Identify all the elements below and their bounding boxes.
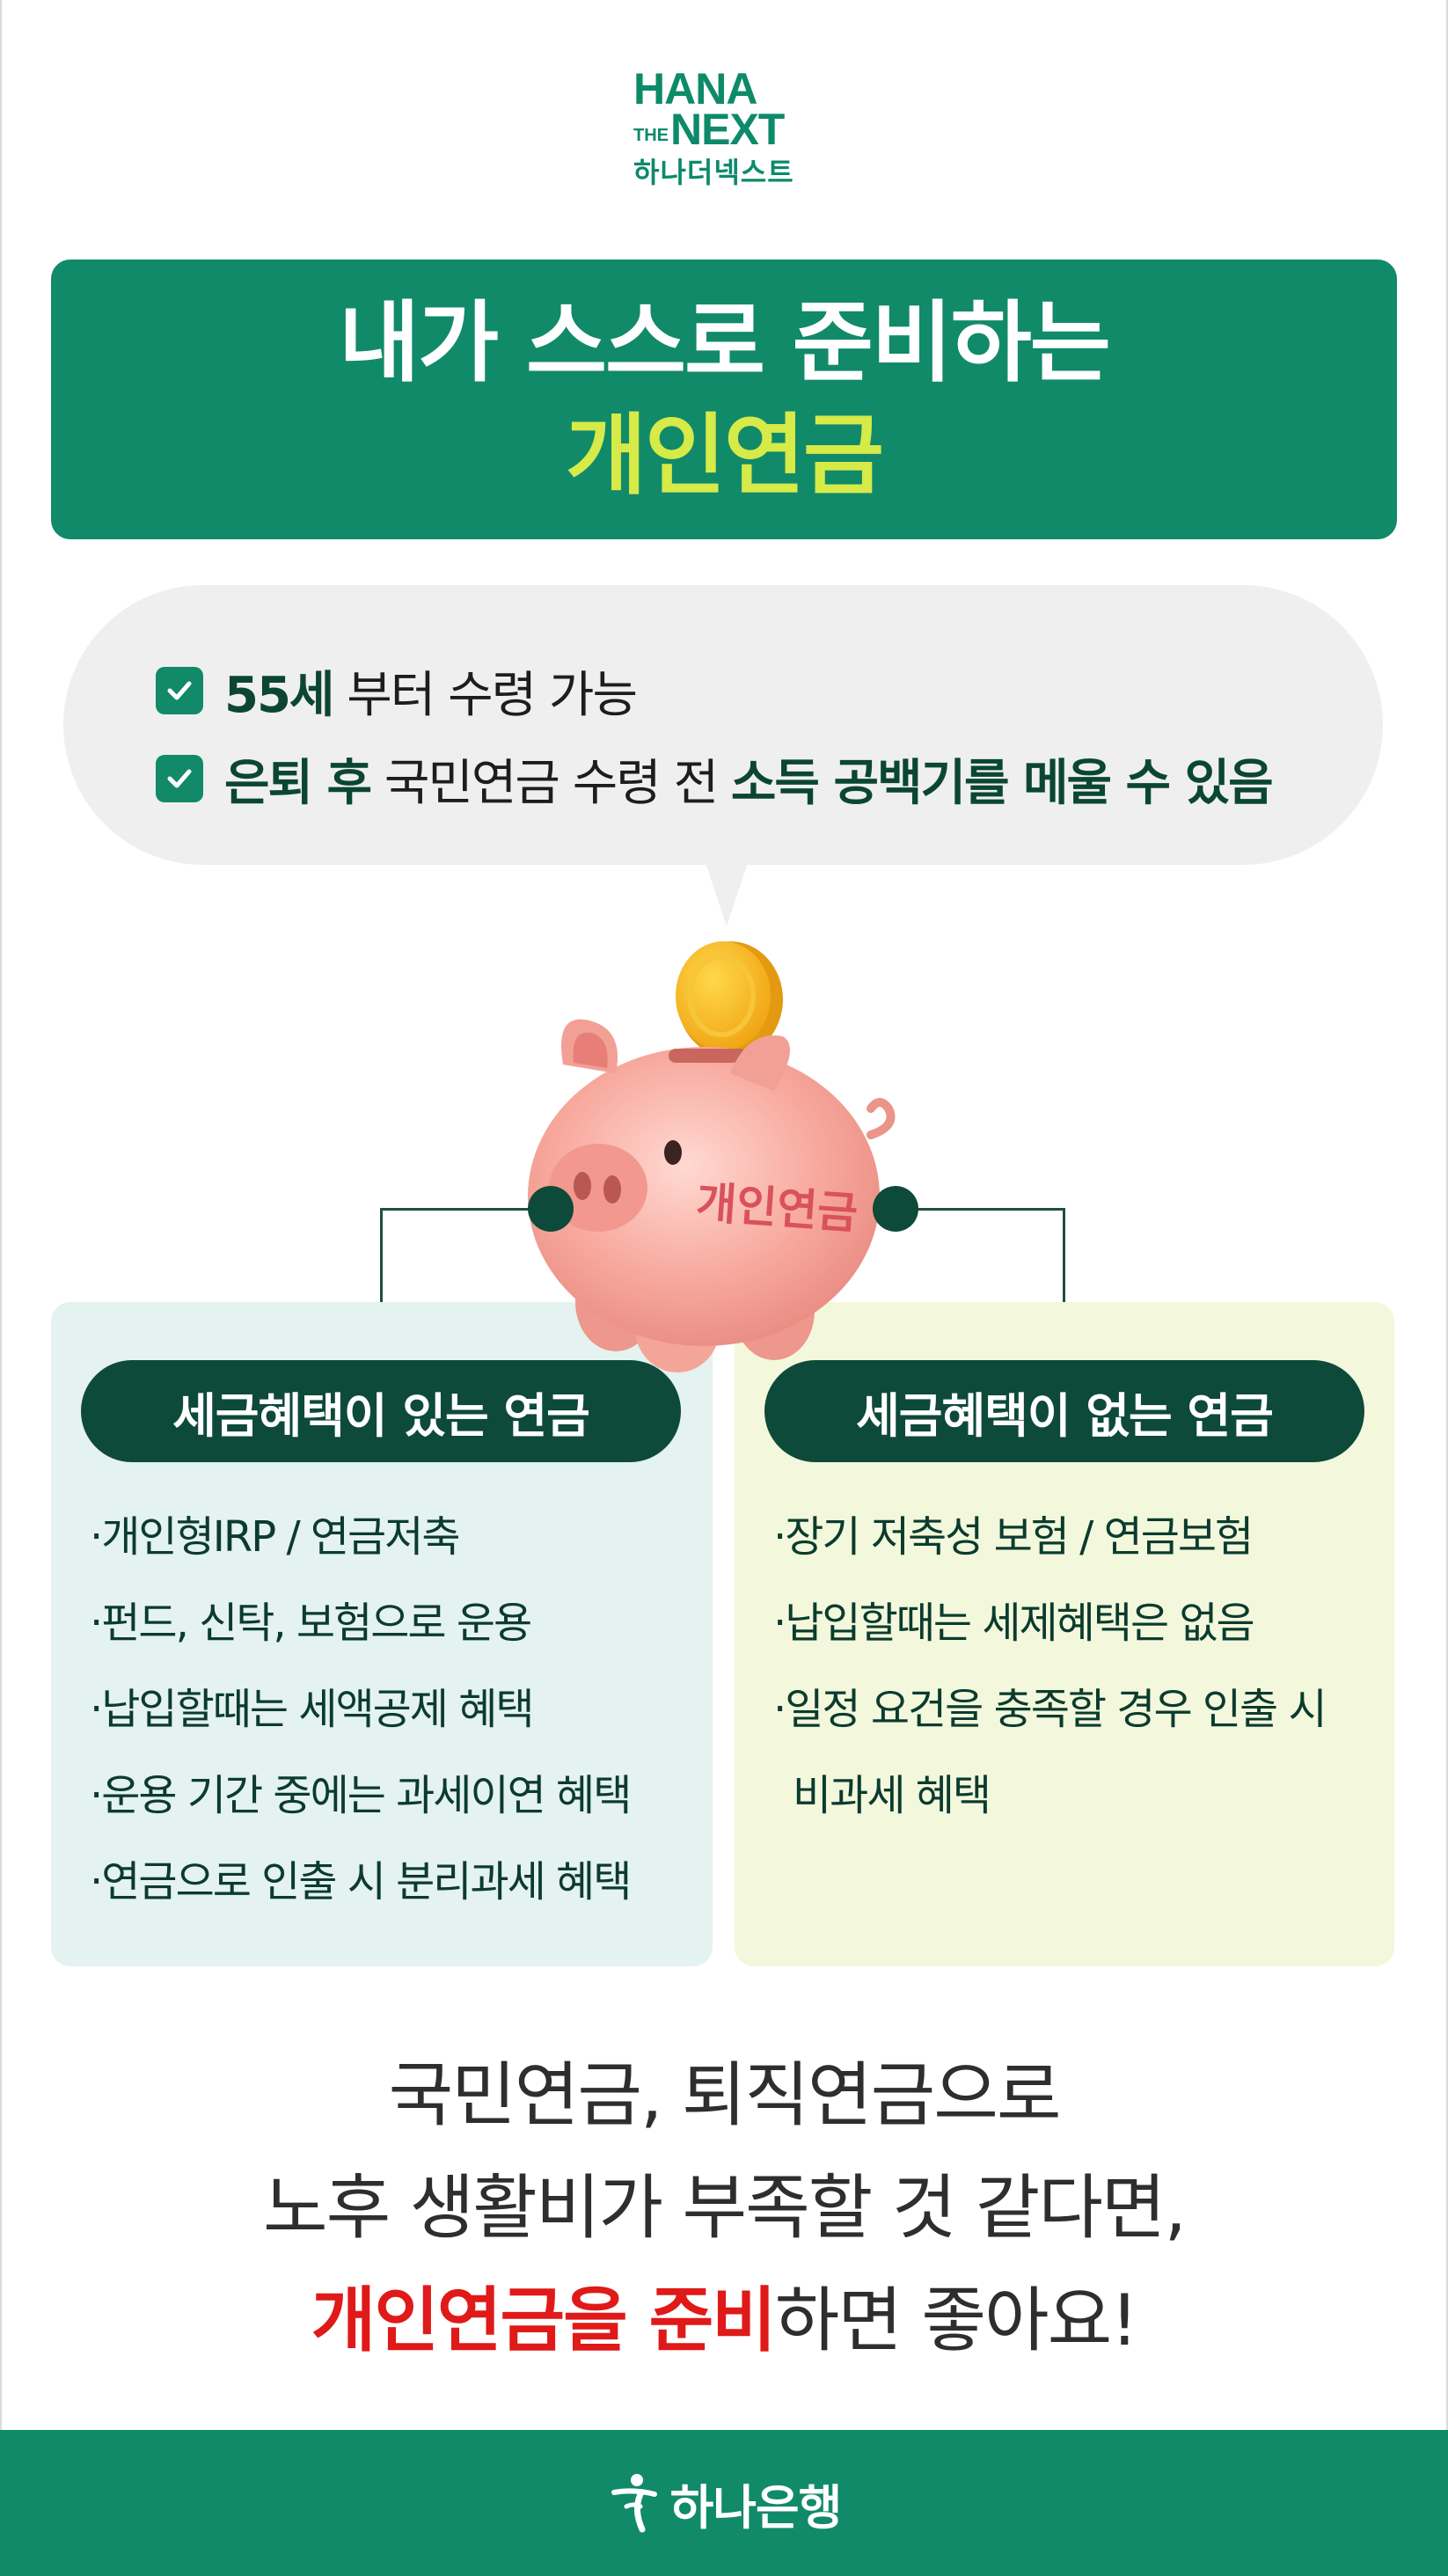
bubble-item-2-bold-a: 은퇴 후 xyxy=(224,754,372,812)
bubble-item-2: 은퇴 후 국민연금 수령 전 소득 공백기를 메울 수 있음 xyxy=(156,735,1383,823)
list-item: ·일정 요건을 충족할 경우 인출 시 xyxy=(773,1685,1327,1734)
list-item-continuation: 비과세 혜택 xyxy=(773,1753,1377,1839)
list-item: ·연금으로 인출 시 분리과세 혜택 xyxy=(90,1857,632,1906)
connector-dot-left xyxy=(528,1186,574,1232)
tax-benefit-heading: 세금혜택이 있는 연금 xyxy=(81,1360,681,1462)
logo-the-text: THE xyxy=(633,126,669,145)
closing-message: 국민연금, 퇴직연금으로 노후 생활비가 부족할 것 같다면, 개인연금을 준비… xyxy=(0,2039,1448,2377)
connector-dot-right xyxy=(873,1186,918,1232)
no-tax-benefit-list: ·장기 저축성 보험 / 연금보험 ·납입할때는 세제혜택은 없음 ·일정 요건… xyxy=(773,1494,1377,1839)
logo-hana-text: HANA xyxy=(633,64,757,113)
no-tax-benefit-panel: 세금혜택이 없는 연금 ·장기 저축성 보험 / 연금보험 ·납입할때는 세제혜… xyxy=(735,1302,1394,1966)
list-item: ·납입할때는 세제혜택은 없음 xyxy=(773,1599,1255,1648)
piggy-label: 개인연금 xyxy=(694,1177,859,1240)
footer-brand-name: 하나은행 xyxy=(669,2479,843,2536)
message-highlight: 개인연금을 준비 xyxy=(311,2280,777,2361)
logo-korean-text: 하나더넥스트 xyxy=(633,156,794,189)
speech-bubble-tail xyxy=(704,858,750,926)
message-line-1: 국민연금, 퇴직연금으로 xyxy=(388,2054,1062,2136)
bubble-item-2-text: 국민연금 수령 전 xyxy=(370,754,731,812)
checkbox-checked-icon xyxy=(156,755,203,802)
bubble-item-1-bold: 55세 xyxy=(224,666,334,724)
list-item: ·개인형IRP / 연금저축 xyxy=(90,1512,461,1562)
message-line-3: 개인연금을 준비하면 좋아요! xyxy=(0,2265,1448,2377)
list-item: ·장기 저축성 보험 / 연금보험 xyxy=(773,1512,1254,1562)
piggy-bank-illustration: 개인연금 xyxy=(519,933,906,1372)
list-item: ·납입할때는 세액공제 혜택 xyxy=(90,1685,535,1734)
title-line-1: 내가 스스로 준비하는 xyxy=(339,291,1111,394)
list-item: ·운용 기간 중에는 과세이연 혜택 xyxy=(90,1771,632,1820)
list-item: ·펀드, 신탁, 보험으로 운용 xyxy=(90,1599,532,1648)
speech-bubble: 55세 부터 수령 가능 은퇴 후 국민연금 수령 전 소득 공백기를 메울 수… xyxy=(63,585,1383,865)
hana-the-next-logo: HANA THE NEXT 하나더넥스트 xyxy=(633,64,818,192)
tax-benefit-panel: 세금혜택이 있는 연금 ·개인형IRP / 연금저축 ·펀드, 신탁, 보험으로… xyxy=(51,1302,713,1966)
no-tax-benefit-heading: 세금혜택이 없는 연금 xyxy=(764,1360,1364,1462)
bubble-item-1: 55세 부터 수령 가능 xyxy=(156,647,1383,735)
bubble-item-1-text: 부터 수령 가능 xyxy=(333,666,638,724)
list-item-continuation-text: 비과세 혜택 xyxy=(793,1771,991,1820)
tax-benefit-list: ·개인형IRP / 연금저축 ·펀드, 신탁, 보험으로 운용 ·납입할때는 세… xyxy=(90,1494,695,1925)
footer-bar: 하나은행 xyxy=(0,2430,1448,2576)
title-banner: 내가 스스로 준비하는 개인연금 xyxy=(51,260,1397,539)
hana-bank-mark-icon xyxy=(611,2474,657,2533)
piggy-bank-icon: 개인연금 xyxy=(528,941,896,1372)
title-line-2: 개인연금 xyxy=(566,404,884,507)
message-line-3-text: 하면 좋아요! xyxy=(774,2280,1138,2361)
logo-next-text: NEXT xyxy=(670,105,785,154)
checkbox-checked-icon xyxy=(156,667,203,714)
hana-bank-logo: 하나은행 xyxy=(607,2469,842,2538)
message-line-2: 노후 생활비가 부족할 것 같다면, xyxy=(263,2167,1187,2249)
bubble-item-2-bold-b: 소득 공백기를 메울 수 있음 xyxy=(730,754,1274,812)
connector-line-left xyxy=(380,1208,547,1305)
connector-line-right xyxy=(897,1208,1065,1305)
